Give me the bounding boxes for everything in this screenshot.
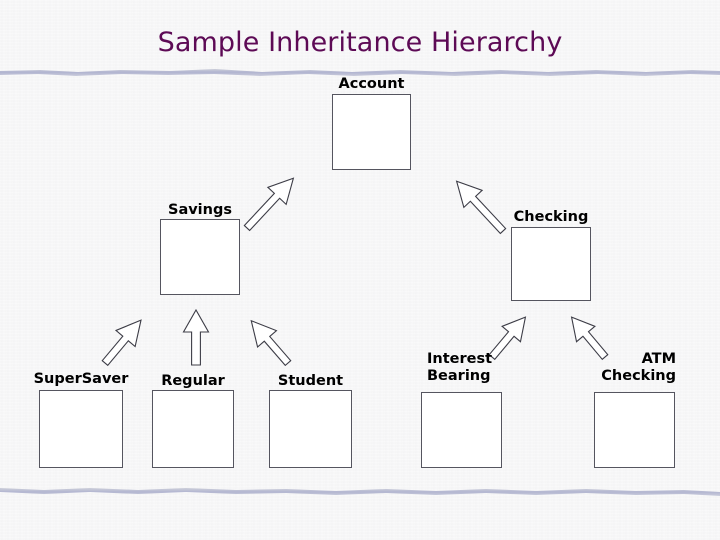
arrow-regular-savings [182,308,210,366]
node-atm-checking[interactable]: ATM Checking [594,351,676,468]
node-atm-checking-label: ATM Checking [585,351,676,385]
node-atm-checking-label-line1: ATM [641,351,676,367]
node-savings-label: Savings [168,202,232,218]
arrow-checking-account [455,180,507,235]
node-regular[interactable]: Regular [152,373,234,468]
node-supersaver[interactable]: SuperSaver [34,371,128,468]
node-atm-checking-label-line2: Checking [601,368,676,384]
node-checking-box[interactable] [511,227,591,301]
node-interest-bearing-label-line2: Bearing [427,368,491,384]
node-interest-bearing-box[interactable] [421,392,502,468]
node-interest-bearing-label: Interest Bearing [427,351,537,385]
node-atm-checking-box[interactable] [594,392,675,468]
node-account-box[interactable] [332,94,411,170]
node-supersaver-box[interactable] [39,390,123,468]
node-regular-box[interactable] [152,390,234,468]
arrow-supersaver-savings [101,319,142,367]
arrow-savings-account [243,177,295,232]
node-savings[interactable]: Savings [160,202,240,295]
node-student-label: Student [277,373,344,389]
node-student-box[interactable] [269,390,352,468]
node-checking-label: Checking [513,209,589,225]
node-account[interactable]: Account [332,76,411,170]
node-interest-bearing[interactable]: Interest Bearing [421,351,502,468]
node-checking[interactable]: Checking [511,209,591,301]
node-account-label: Account [338,76,405,92]
node-student[interactable]: Student [269,373,352,468]
page-title: Sample Inheritance Hierarchy [157,27,563,58]
node-savings-box[interactable] [160,219,240,295]
node-supersaver-label: SuperSaver [33,371,129,387]
node-interest-bearing-label-line1: Interest [427,351,493,367]
arrow-student-savings [250,319,292,367]
node-regular-label: Regular [161,373,225,389]
